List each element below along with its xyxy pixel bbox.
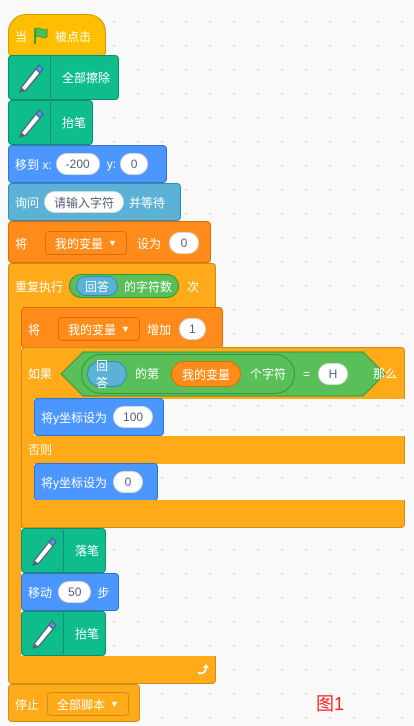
change-variable-dropdown[interactable]: 我的变量 ▼ bbox=[58, 317, 140, 341]
set-y-label: 将y坐标设为 bbox=[41, 475, 108, 490]
length-of-reporter[interactable]: 回答 的字符数 bbox=[69, 274, 180, 298]
stop-label: 停止 bbox=[15, 697, 40, 712]
pen-clear-label: 全部擦除 bbox=[62, 71, 111, 85]
set-y-label: 将y坐标设为 bbox=[41, 410, 108, 425]
green-flag-icon bbox=[34, 27, 48, 44]
chevron-down-icon: ▼ bbox=[108, 238, 117, 248]
if-label: 如果 bbox=[28, 367, 53, 381]
change-value-input[interactable]: 1 bbox=[178, 318, 206, 340]
hat-clicked-label: 被点击 bbox=[55, 29, 92, 44]
set-to-label: 设为 bbox=[136, 236, 161, 251]
repeat-block-bottom bbox=[8, 656, 216, 684]
compare-value-input[interactable]: H bbox=[318, 363, 348, 385]
y-input[interactable]: 0 bbox=[120, 153, 149, 175]
loop-arrow-icon bbox=[197, 664, 209, 675]
else-section: 否则 bbox=[21, 436, 405, 464]
pen-up-block-1[interactable]: 抬笔 bbox=[8, 100, 93, 145]
variable-dropdown[interactable]: 我的变量 ▼ bbox=[45, 231, 127, 255]
answer-reporter[interactable]: 回答 bbox=[87, 359, 127, 390]
pen-up-label: 抬笔 bbox=[62, 116, 87, 130]
change-variable-dropdown-label: 我的变量 bbox=[68, 322, 117, 337]
stop-option-dropdown[interactable]: 全部脚本 ▼ bbox=[47, 692, 129, 716]
if-else-block-bottom bbox=[21, 500, 405, 528]
letter-of-label: 的第 bbox=[135, 367, 160, 381]
steps-unit-label: 步 bbox=[97, 585, 110, 600]
ask-label: 询问 bbox=[15, 195, 40, 210]
pen-up-label: 抬笔 bbox=[75, 627, 100, 641]
variable-dropdown-label: 我的变量 bbox=[55, 236, 104, 251]
pen-icon bbox=[10, 57, 51, 98]
ask-wait-label: 并等待 bbox=[129, 195, 166, 210]
pen-down-block[interactable]: 落笔 bbox=[21, 528, 106, 573]
times-label: 次 bbox=[187, 279, 200, 294]
then-label: 那么 bbox=[373, 367, 398, 381]
repeat-label: 重复执行 bbox=[15, 279, 64, 294]
pen-clear-block[interactable]: 全部擦除 bbox=[8, 55, 119, 100]
set-value-input[interactable]: 0 bbox=[168, 232, 199, 254]
ask-and-wait-block[interactable]: 询问 请输入字符 并等待 bbox=[8, 183, 181, 221]
char-label: 个字符 bbox=[250, 367, 287, 381]
change-variable-block[interactable]: 将 我的变量 ▼ 增加 1 bbox=[21, 307, 223, 349]
set-label: 将 bbox=[15, 236, 28, 251]
move-steps-block[interactable]: 移动 50 步 bbox=[21, 573, 119, 611]
chevron-down-icon: ▼ bbox=[110, 699, 119, 709]
y-label: y: bbox=[106, 157, 117, 171]
set-y-block-1[interactable]: 将y坐标设为 100 bbox=[34, 398, 164, 436]
pen-icon bbox=[23, 613, 64, 654]
go-to-xy-block[interactable]: 移到 x: -200 y: 0 bbox=[8, 145, 167, 183]
set-y-input[interactable]: 100 bbox=[113, 406, 154, 428]
pen-icon bbox=[10, 102, 51, 143]
set-variable-block[interactable]: 将 我的变量 ▼ 设为 0 bbox=[8, 221, 211, 263]
change-label: 将 bbox=[28, 322, 41, 337]
set-y-block-2[interactable]: 将y坐标设为 0 bbox=[34, 463, 158, 501]
repeat-block-top[interactable]: 重复执行 回答 的字符数 次 bbox=[8, 263, 216, 309]
else-label: 否则 bbox=[28, 443, 53, 457]
equals-label: = bbox=[303, 367, 311, 381]
x-input[interactable]: -200 bbox=[55, 153, 100, 175]
hat-when-label: 当 bbox=[15, 29, 28, 44]
stop-block[interactable]: 停止 全部脚本 ▼ bbox=[8, 684, 140, 722]
when-flag-clicked-block[interactable]: 当 被点击 bbox=[8, 14, 106, 56]
answer-reporter[interactable]: 回答 bbox=[76, 276, 119, 296]
go-to-label: 移到 x: bbox=[15, 157, 52, 172]
pen-up-block-2[interactable]: 抬笔 bbox=[21, 611, 106, 656]
stop-option-label: 全部脚本 bbox=[57, 697, 106, 712]
repeat-arm bbox=[8, 308, 21, 656]
figure-caption: 图1 bbox=[316, 694, 345, 714]
chevron-down-icon: ▼ bbox=[121, 324, 130, 334]
move-steps-input[interactable]: 50 bbox=[58, 581, 92, 603]
set-y-input[interactable]: 0 bbox=[113, 471, 144, 493]
pen-icon bbox=[23, 530, 64, 571]
change-by-label: 增加 bbox=[146, 322, 171, 337]
length-of-label: 的字符数 bbox=[124, 279, 173, 294]
pen-down-label: 落笔 bbox=[75, 544, 100, 558]
ask-prompt-input[interactable]: 请输入字符 bbox=[44, 191, 125, 213]
move-label: 移动 bbox=[28, 585, 53, 600]
my-variable-reporter[interactable]: 我的变量 bbox=[171, 361, 241, 387]
if-else-block-top[interactable]: 如果 回答 的第 我的变量 个字符 = H 那么 bbox=[21, 347, 405, 399]
